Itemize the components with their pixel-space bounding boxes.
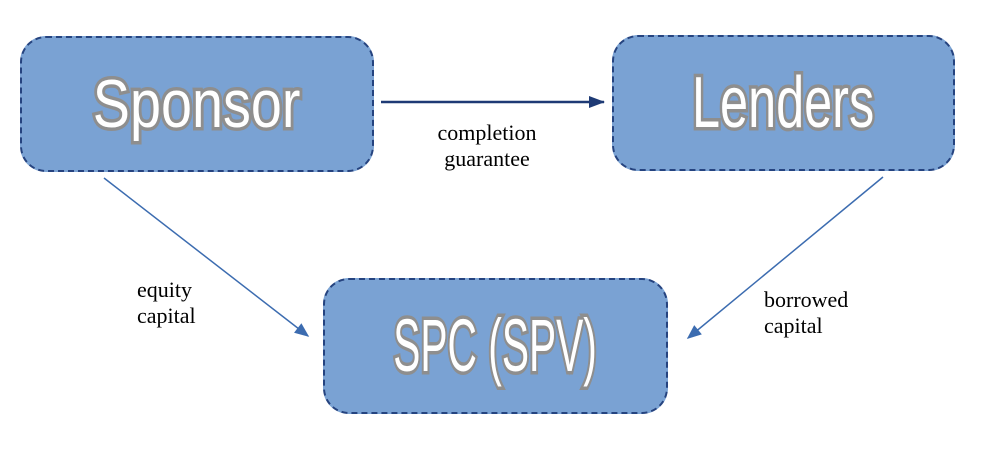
node-sponsor-label-text: Sponsor (93, 66, 301, 142)
node-spc: SPC (SPV) SPC (SPV) (323, 278, 668, 414)
node-lenders-label: Lenders Lenders (690, 63, 877, 143)
edge-label-equity-capital: equity capital (137, 277, 196, 328)
node-sponsor-label-outline: Sponsor (90, 66, 303, 142)
node-sponsor: Sponsor Sponsor (20, 36, 374, 172)
node-lenders: Lenders Lenders (612, 35, 955, 171)
node-spc-label-text: SPC (SPV) (393, 304, 598, 387)
edge-label-borrowed-capital: borrowed capital (764, 287, 849, 338)
node-spc-label-outline: SPC (SPV) (392, 304, 599, 387)
arrow-sponsor-to-spc (103, 177, 310, 337)
node-lenders-label-text: Lenders (692, 63, 875, 143)
node-spc-label: SPC (SPV) SPC (SPV) (392, 304, 599, 387)
node-sponsor-label: Sponsor Sponsor (90, 66, 303, 142)
edge-label-completion-guarantee: completion guarantee (437, 120, 537, 171)
node-lenders-label-outline: Lenders (690, 63, 877, 143)
